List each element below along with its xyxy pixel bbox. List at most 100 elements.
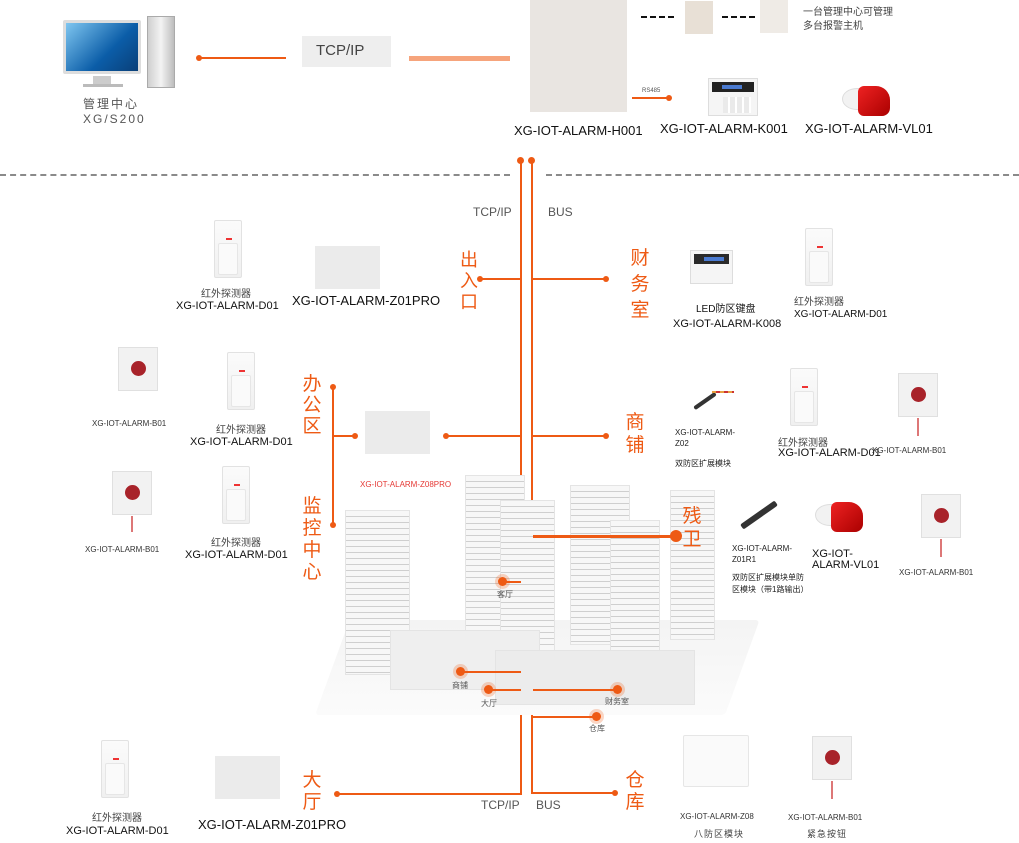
warehouse-button-model: XG-IOT-ALARM-B01: [788, 813, 863, 822]
rs485-link: [632, 97, 668, 99]
monitor-emergency-button[interactable]: [112, 471, 152, 515]
monitor-button-model: XG-IOT-ALARM-B01: [85, 545, 160, 554]
office-button-model: XG-IOT-ALARM-B01: [92, 419, 167, 428]
zone-label-hall[interactable]: 大厅: [302, 770, 322, 813]
point-hall-label: 大厅: [481, 699, 497, 708]
shop-dot: [603, 433, 609, 439]
z08pro-module-image[interactable]: [365, 411, 430, 454]
monitor-button-cord: [131, 516, 133, 532]
hall-detector-model: XG-IOT-ALARM-D01: [66, 825, 169, 837]
branch-hall-point: [488, 689, 521, 691]
restroom-siren-vl01[interactable]: [815, 500, 863, 534]
point-finance[interactable]: [613, 685, 622, 694]
management-center[interactable]: 管理中心 XG/S200: [55, 12, 185, 126]
finance-led-keypad-image[interactable]: [690, 250, 733, 284]
shop-button-cord: [917, 418, 919, 436]
zone-label-warehouse[interactable]: 仓库: [625, 770, 645, 813]
hall-module-image[interactable]: [215, 756, 280, 799]
rs485-dot: [666, 95, 672, 101]
entrance-module-model: XG-IOT-ALARM-Z01PRO: [292, 293, 441, 308]
section-divider-right: [546, 174, 1019, 176]
finance-detector-model: XG-IOT-ALARM-D01: [794, 309, 888, 320]
point-shop-label: 商铺: [452, 681, 468, 690]
alarm-host-image[interactable]: [530, 0, 627, 112]
point-finance-label: 财务室: [605, 697, 629, 706]
dash-connector-1: [641, 16, 674, 18]
zone-label-shop[interactable]: 商铺: [625, 412, 645, 456]
tcpip-link-left: [199, 57, 286, 59]
zone-label-entrance[interactable]: 出入口: [460, 250, 478, 312]
restroom-module-desc: 双防区扩展模块单防区模块（带1路输出）: [732, 573, 809, 594]
office-module-dot: [352, 433, 358, 439]
section-divider: [0, 174, 510, 176]
dash-connector-2: [722, 16, 755, 18]
shop-branch: [533, 435, 606, 437]
host-model-label: XG-IOT-ALARM-H001: [514, 123, 643, 138]
shop-module-model: XG-IOT-ALARM-Z02: [675, 428, 736, 448]
zone-label-restroom[interactable]: 残卫: [682, 506, 702, 550]
entrance-pir-detector[interactable]: [214, 220, 242, 278]
keypad-k001-image[interactable]: [708, 78, 758, 116]
center-model: XG/S200: [83, 112, 146, 126]
branch-warehouse-point: [533, 716, 597, 718]
tcpip-bus-label: TCP/IP: [473, 205, 512, 219]
point-shop[interactable]: [456, 667, 465, 676]
entrance-branch: [480, 278, 521, 280]
office-monitor-vertical: [332, 387, 334, 525]
entrance-detector-model: XG-IOT-ALARM-D01: [176, 300, 279, 312]
warehouse-button-cord: [831, 781, 833, 799]
note-line-2: 多台报警主机: [803, 21, 863, 32]
office-emergency-button[interactable]: [118, 347, 158, 391]
finance-branch: [533, 278, 606, 280]
shop-detector-model: XG-IOT-ALARM-D01: [778, 447, 881, 459]
shop-emergency-button[interactable]: [898, 373, 938, 417]
center-name: 管理中心: [83, 97, 140, 111]
tcpip-link-label-box: TCP/IP: [302, 36, 391, 67]
warehouse-dot: [612, 790, 618, 796]
hall-module-model: XG-IOT-ALARM-Z01PRO: [198, 817, 347, 832]
monitor-detector-name: 红外探测器: [211, 538, 261, 549]
zone-label-monitor[interactable]: 监控中心: [302, 496, 322, 583]
restroom-branch: [533, 535, 673, 538]
branch-finance-point: [533, 689, 618, 691]
shop-z02-module-image[interactable]: [690, 385, 736, 415]
entrance-module-image[interactable]: [315, 246, 380, 289]
shop-module-desc: 双防区扩展模块: [675, 459, 731, 468]
finance-pir-detector[interactable]: [805, 228, 833, 286]
office-pir-detector[interactable]: [227, 352, 255, 410]
branch-shop-point: [461, 671, 521, 673]
finance-dot: [603, 276, 609, 282]
office-detector-name: 红外探测器: [216, 425, 266, 436]
siren-vl01-image[interactable]: [842, 84, 890, 118]
bus-bottom-label: BUS: [536, 798, 561, 812]
point-living-room-label: 客厅: [497, 590, 513, 599]
shop-detector-name: 红外探测器: [778, 438, 828, 449]
alarm-host-thumb-3[interactable]: [760, 0, 788, 33]
hall-branch: [337, 793, 522, 795]
restroom-z01r1-module-image[interactable]: [740, 500, 778, 530]
warehouse-z08-module-image[interactable]: [683, 735, 749, 787]
rs485-label: RS485: [642, 88, 661, 94]
warehouse-button-name: 紧急按钮: [807, 829, 848, 839]
restroom-emergency-button[interactable]: [921, 494, 961, 538]
point-warehouse-label: 仓库: [589, 724, 605, 733]
point-warehouse[interactable]: [592, 712, 601, 721]
tcpip-bottom-label: TCP/IP: [481, 798, 520, 812]
finance-keypad-model: XG-IOT-ALARM-K008: [673, 318, 782, 330]
shop-pir-detector[interactable]: [790, 368, 818, 426]
branch-living-room: [503, 581, 521, 583]
monitor-bottom-dot: [330, 522, 336, 528]
tcpip-link-label: TCP/IP: [316, 42, 365, 59]
hall-pir-detector[interactable]: [101, 740, 129, 798]
alarm-host-thumb-2[interactable]: [685, 1, 713, 34]
warehouse-emergency-button[interactable]: [812, 736, 852, 780]
zone-label-office[interactable]: 办公区: [302, 374, 322, 437]
restroom-button-model: XG-IOT-ALARM-B01: [899, 568, 974, 577]
zone-label-finance[interactable]: 财务室: [630, 248, 650, 321]
point-hall[interactable]: [484, 685, 493, 694]
warehouse-branch: [531, 792, 615, 794]
finance-detector-name: 红外探测器: [794, 297, 844, 308]
point-living-room[interactable]: [498, 577, 507, 586]
bus-line: [531, 160, 533, 793]
monitor-pir-detector[interactable]: [222, 466, 250, 524]
